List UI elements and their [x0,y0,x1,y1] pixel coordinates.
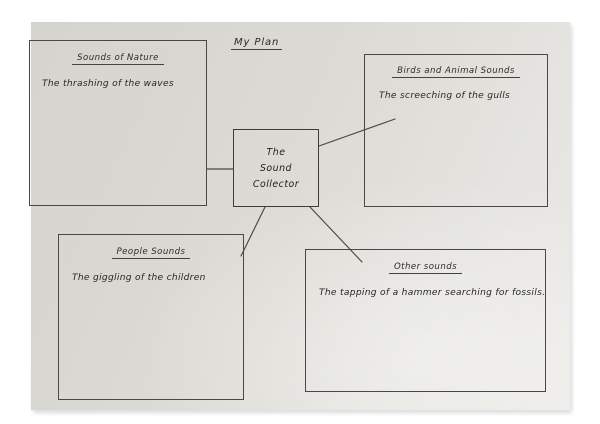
category-heading-nature: Sounds of Nature [30,53,206,65]
center-node-sound-collector: The Sound Collector [233,129,319,207]
category-heading-people: People Sounds [59,247,243,259]
center-node-line-1: The [266,146,286,158]
category-box-other: Other sounds The tapping of a hammer sea… [305,249,546,392]
category-body-people: The giggling of the children [72,273,206,283]
paper-sheet [31,22,570,410]
page-title-text: My Plan [231,37,283,50]
category-box-people: People Sounds The giggling of the childr… [58,234,244,400]
category-box-birds: Birds and Animal Sounds The screeching o… [364,54,548,207]
category-heading-other-text: Other sounds [388,262,463,274]
category-body-birds: The screeching of the gulls [379,91,511,101]
category-heading-birds: Birds and Animal Sounds [365,66,547,78]
center-node-line-3: Collector [252,178,300,190]
category-heading-people-text: People Sounds [111,247,191,259]
center-node-line-2: Sound [259,162,293,174]
category-heading-nature-text: Sounds of Nature [72,53,164,65]
category-box-nature: Sounds of Nature The thrashing of the wa… [29,40,207,206]
category-heading-birds-text: Birds and Animal Sounds [392,66,520,78]
category-body-nature: The thrashing of the waves [42,79,174,89]
page-title: My Plan [231,37,283,50]
category-body-other: The tapping of a hammer searching for fo… [319,288,546,298]
category-heading-other: Other sounds [306,262,545,274]
